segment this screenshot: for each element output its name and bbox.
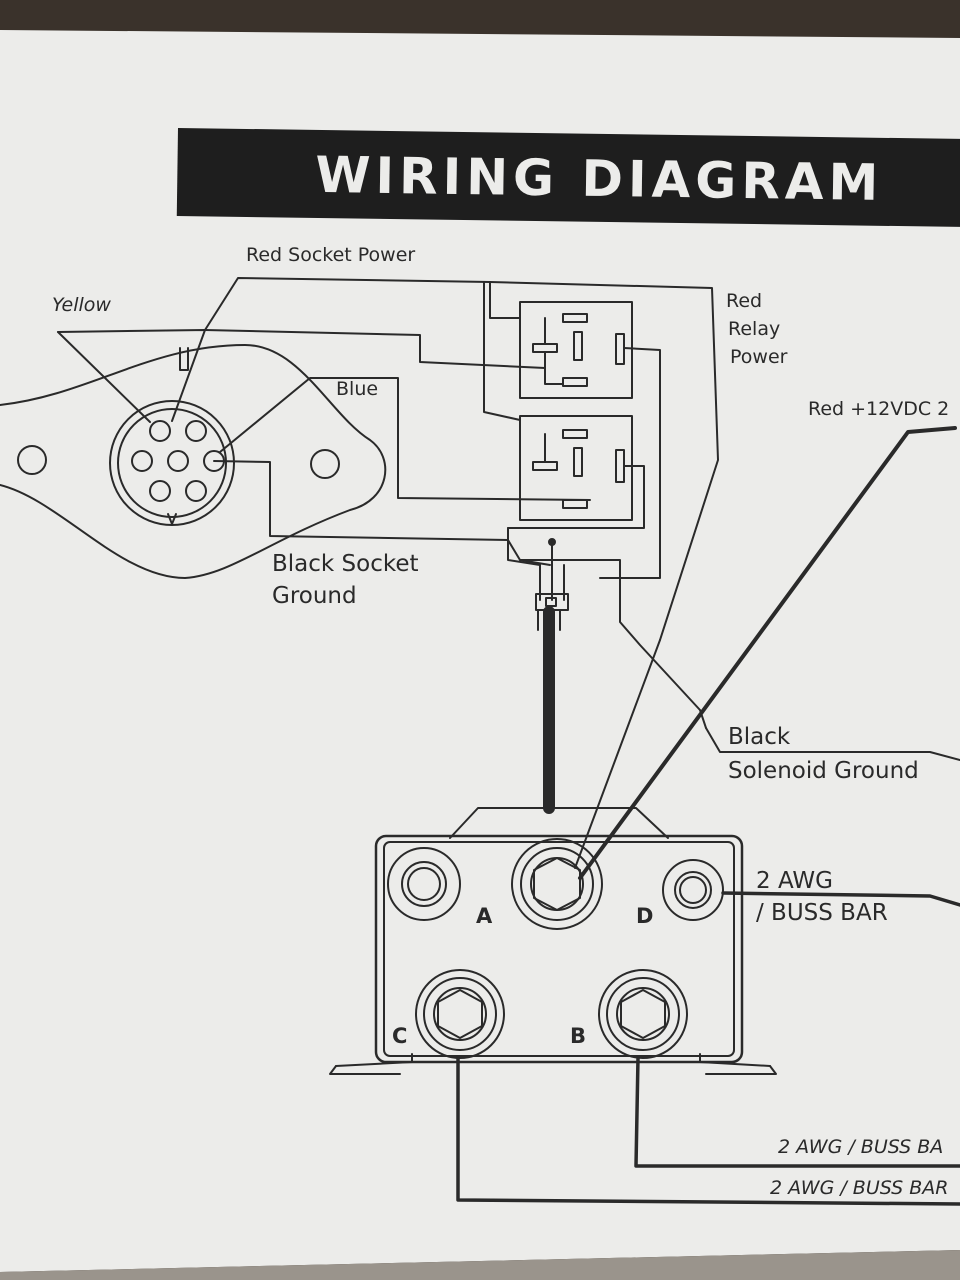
d-cable-label-line2: / BUSS BAR bbox=[756, 900, 888, 926]
c-cable-label: 2 AWG / BUSS BAR bbox=[770, 1177, 949, 1199]
red-relay-power-label-line3: Power bbox=[730, 346, 788, 368]
red-relay-power-label-line2: Relay bbox=[728, 318, 781, 340]
d-cable-label-line1: 2 AWG bbox=[756, 868, 833, 894]
yellow-label: Yellow bbox=[52, 294, 111, 316]
socket-pin-icon bbox=[149, 480, 171, 502]
red-12vdc-wire bbox=[578, 426, 957, 880]
black-socket-ground-label-line2: Ground bbox=[272, 583, 357, 609]
socket-pin-icon bbox=[149, 420, 171, 442]
red-12vdc-label: Red +12VDC 2 bbox=[808, 398, 950, 420]
socket-pin-icon bbox=[185, 480, 207, 502]
output-cables bbox=[456, 891, 960, 1206]
red-socket-power-label: Red Socket Power bbox=[246, 244, 416, 266]
black-socket-ground-label-line1: Black Socket bbox=[272, 551, 419, 577]
relay-lower bbox=[519, 415, 633, 521]
solenoid-block bbox=[329, 807, 777, 1075]
blue-label: Blue bbox=[336, 378, 379, 400]
socket-pin-icon bbox=[131, 450, 153, 472]
b-cable-label: 2 AWG / BUSS BA bbox=[778, 1136, 944, 1158]
terminal-d-label: D bbox=[636, 904, 654, 928]
black-solenoid-ground-label-line2: Solenoid Ground bbox=[728, 758, 919, 784]
terminal-b-label: B bbox=[570, 1024, 587, 1048]
red-relay-power-label-line1: Red bbox=[726, 290, 763, 312]
black-solenoid-ground-label-line1: Black bbox=[728, 724, 791, 750]
terminal-c-label: C bbox=[392, 1024, 408, 1048]
socket-wires bbox=[57, 277, 591, 541]
trailer-socket bbox=[0, 344, 387, 579]
terminal-a-label: A bbox=[476, 904, 493, 928]
socket-pin-icon bbox=[167, 450, 189, 472]
socket-pin-icon bbox=[185, 420, 207, 442]
relay-upper bbox=[519, 301, 633, 399]
